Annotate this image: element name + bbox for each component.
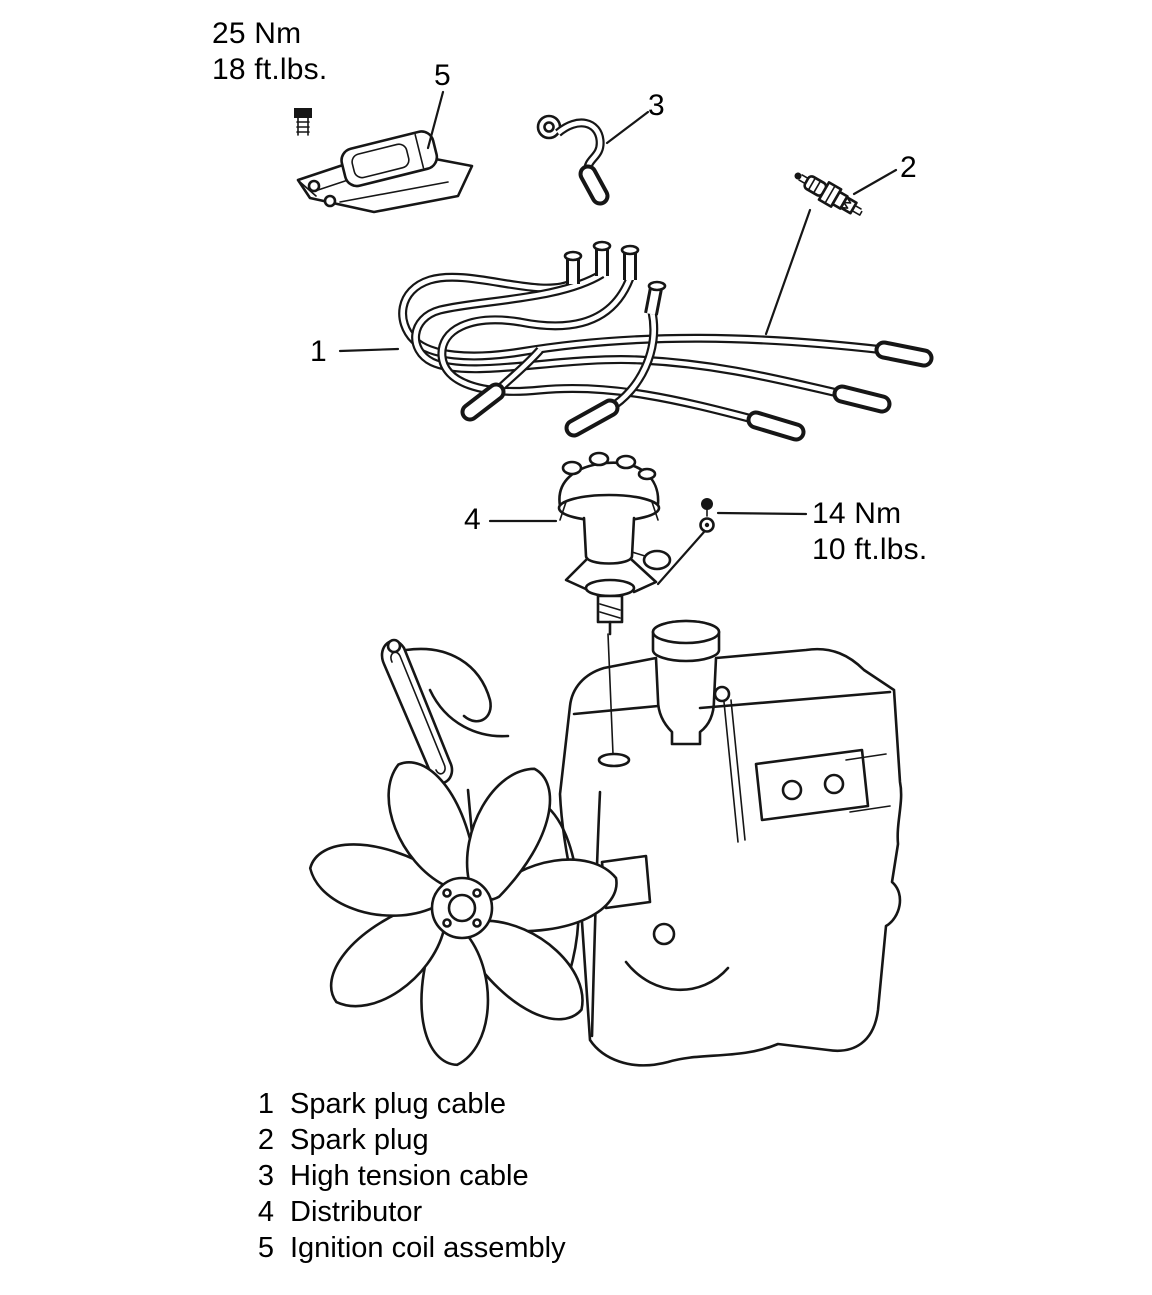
legend-item-number: 5 xyxy=(257,1232,274,1264)
engine-block-art xyxy=(380,619,903,1067)
torque-spec-distributor-bolt: 14 Nm 10 ft.lbs. xyxy=(812,496,927,568)
legend-item: 5 Ignition coil assembly xyxy=(248,1230,566,1266)
legend-item-label: Ignition coil assembly xyxy=(290,1232,566,1264)
spark-plug-art xyxy=(794,172,863,216)
torque-value: 14 Nm xyxy=(812,497,902,530)
ignition-coil-art xyxy=(294,108,474,214)
oil-filler-cap-art xyxy=(651,619,721,663)
legend-item-label: Spark plug xyxy=(290,1124,429,1156)
legend-item-label: Distributor xyxy=(290,1196,423,1228)
callout-3: 3 xyxy=(648,89,665,122)
torque-value: 25 Nm xyxy=(212,17,302,50)
distributor-bolts-art xyxy=(699,498,715,533)
torque-value-ftlbs: 18 ft.lbs. xyxy=(212,53,328,86)
callout-2: 2 xyxy=(900,151,917,184)
leader-lines xyxy=(338,90,898,586)
legend-item-number: 4 xyxy=(257,1196,274,1228)
coil-bolt-art xyxy=(294,108,312,136)
spark-plug-cables-art xyxy=(403,240,934,442)
legend-item: 3 High tension cable xyxy=(248,1158,566,1194)
legend-item-number: 3 xyxy=(257,1160,274,1192)
legend-item-label: Spark plug cable xyxy=(290,1088,507,1120)
cable-terminal-art xyxy=(563,240,667,316)
legend-item: 2 Spark plug xyxy=(248,1122,566,1158)
callout-1: 1 xyxy=(310,335,327,368)
legend-item-number: 2 xyxy=(257,1124,274,1156)
dipstick-art xyxy=(713,685,746,843)
cable-boot-art xyxy=(460,340,934,442)
high-tension-cable-art xyxy=(536,114,610,206)
torque-spec-coil-bolt: 25 Nm 18 ft.lbs. xyxy=(212,16,327,88)
legend-item: 1 Spark plug cable xyxy=(248,1086,566,1122)
distributor-art xyxy=(557,451,672,636)
fan-art xyxy=(300,750,618,1071)
torque-value-ftlbs: 10 ft.lbs. xyxy=(812,533,928,566)
callout-5: 5 xyxy=(434,59,451,92)
legend-item-number: 1 xyxy=(257,1088,274,1120)
legend-item-label: High tension cable xyxy=(290,1160,529,1192)
legend-item: 4 Distributor xyxy=(248,1194,566,1230)
callout-4: 4 xyxy=(464,503,481,536)
legend: 1 Spark plug cable 2 Spark plug 3 High t… xyxy=(248,1086,566,1266)
